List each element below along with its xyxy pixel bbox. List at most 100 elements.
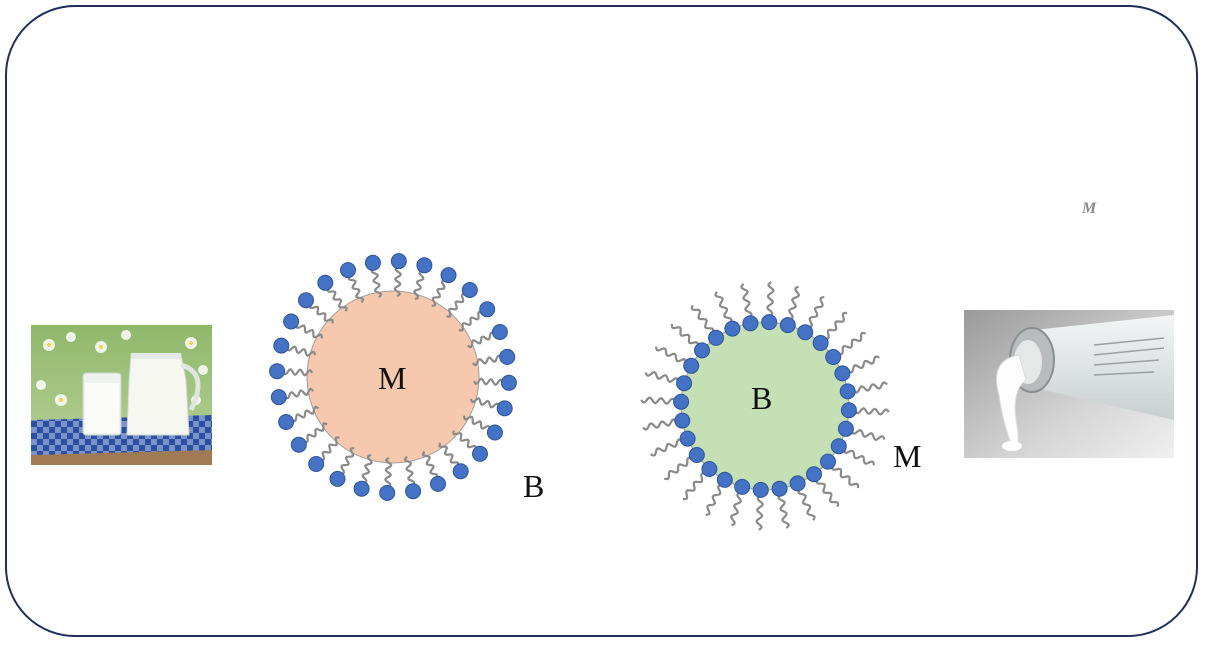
surfactant-tail	[853, 407, 890, 416]
surfactant-head	[283, 313, 300, 330]
surfactant-head	[797, 324, 814, 341]
surfactant-tail	[644, 371, 680, 383]
surfactant-tail	[777, 493, 790, 529]
surfactant-head	[340, 262, 356, 279]
surfactant-head	[430, 475, 446, 492]
surfactant-head	[679, 430, 696, 447]
surfactant-head	[290, 436, 307, 453]
surfactant-tail	[403, 455, 416, 487]
surfactant-tail	[446, 293, 466, 318]
droplet-label-right: B	[751, 380, 773, 416]
surfactant-head	[742, 315, 759, 332]
surfactant-tail	[309, 304, 334, 324]
surfactant-head	[761, 314, 778, 331]
surfactant-head	[708, 329, 724, 346]
surfactant-tail	[655, 346, 688, 364]
surfactant-tail	[413, 270, 425, 301]
surfactant-tail	[295, 324, 323, 339]
surfactant-tail	[393, 266, 402, 298]
oil-in-water-droplet	[269, 253, 517, 501]
surfactant-tail	[458, 310, 483, 332]
surfactant-head	[379, 484, 396, 501]
surfactant-head	[364, 254, 381, 271]
surfactant-head	[273, 337, 290, 354]
surfactant-head	[405, 483, 422, 500]
surfactant-head	[694, 342, 710, 359]
surfactant-head	[676, 375, 693, 392]
surfactant-head	[779, 317, 796, 334]
surfactant-head	[683, 357, 700, 374]
surfactant-head	[673, 393, 690, 410]
surfactant-tail	[640, 396, 677, 405]
surfactant-tail	[469, 397, 500, 409]
surfactant-tail	[452, 430, 477, 450]
surfactant-head	[734, 478, 751, 495]
surfactant-tail	[286, 345, 317, 357]
surfactant-head	[834, 365, 851, 382]
surfactant-tail	[642, 418, 678, 431]
surfactant-head	[329, 470, 346, 487]
surfactant-tail	[384, 456, 393, 488]
surfactant-tail	[690, 304, 715, 334]
surfactant-head	[812, 335, 829, 351]
surfactant-tail	[730, 491, 742, 527]
cream-tube-photo	[964, 310, 1174, 458]
surfactant-tail	[663, 456, 693, 481]
surfactant-head	[771, 480, 788, 497]
surfactant-tail	[282, 368, 314, 377]
corner-label: M	[1082, 200, 1097, 217]
medium-label-left: B	[523, 468, 545, 504]
surfactant-tail	[705, 483, 723, 516]
surfactant-head	[806, 466, 822, 483]
surfactant-head	[837, 420, 854, 437]
surfactant-tail	[797, 488, 816, 521]
surfactant-tail	[466, 331, 496, 349]
surfactant-head	[270, 389, 287, 406]
droplet-core	[306, 290, 480, 464]
surfactant-tail	[431, 279, 446, 307]
surfactant-head	[724, 320, 741, 337]
surfactant-head	[353, 480, 370, 497]
surfactant-head	[825, 349, 842, 365]
surfactant-tail	[815, 478, 840, 508]
surfactant-head	[317, 274, 334, 291]
surfactant-tail	[714, 291, 733, 324]
surfactant-head	[716, 471, 733, 488]
surfactant-head	[308, 456, 325, 472]
surfactant-tail	[463, 415, 491, 430]
surfactant-head	[752, 481, 769, 498]
surfactant-head	[440, 267, 457, 284]
surfactant-tail	[471, 354, 503, 367]
surfactant-head	[820, 453, 836, 470]
surfactant-tail	[421, 450, 439, 480]
surfactant-tail	[837, 331, 867, 356]
surfactant-head	[499, 348, 516, 365]
surfactant-head	[840, 402, 857, 419]
surfactant-tail	[842, 448, 875, 466]
surfactant-tail	[766, 281, 775, 318]
surfactant-head	[390, 253, 407, 270]
surfactant-tail	[682, 472, 706, 501]
surfactant-head	[416, 257, 433, 274]
surfactant-tail	[303, 422, 328, 444]
surfactant-tail	[650, 438, 683, 457]
surfactant-tail	[347, 274, 365, 304]
surfactant-tail	[472, 377, 504, 386]
surfactant-tail	[850, 429, 886, 441]
surfactant-tail	[670, 323, 699, 347]
surfactant-tail	[370, 267, 383, 299]
surfactant-tail	[740, 283, 753, 319]
surfactant-head	[461, 282, 478, 298]
surfactant-head	[491, 324, 508, 340]
surfactant-head	[472, 445, 488, 462]
surfactant-head	[674, 412, 691, 429]
surfactant-head	[830, 438, 847, 455]
surfactant-head	[269, 363, 286, 380]
surfactant-head	[452, 463, 469, 480]
surfactant-tail	[824, 311, 848, 340]
milk-photo	[31, 325, 212, 465]
surfactant-tail	[320, 436, 340, 461]
surfactant-head	[479, 301, 496, 318]
surfactant-tail	[290, 405, 320, 423]
